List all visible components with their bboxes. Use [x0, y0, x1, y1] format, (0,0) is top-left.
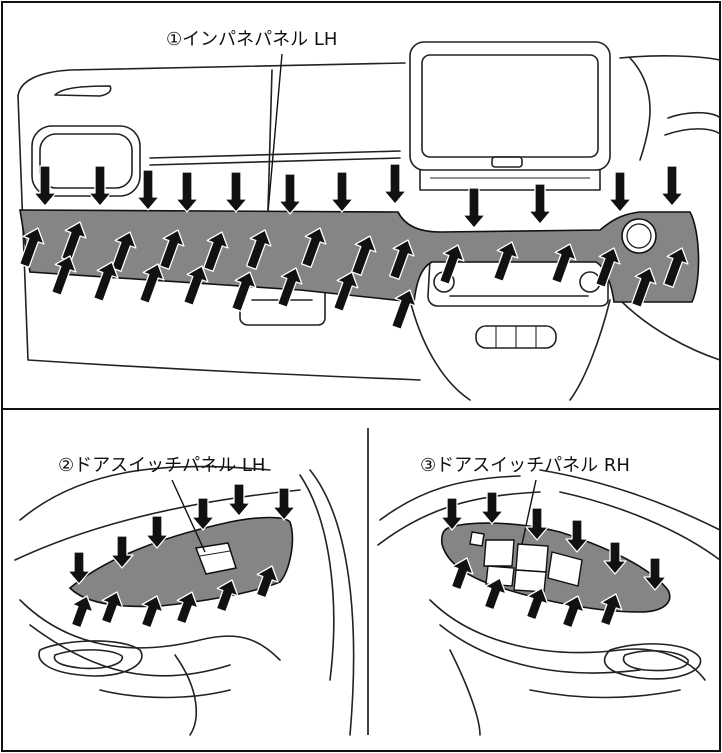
arrow-down-icon — [660, 165, 684, 207]
arrow-up-icon — [276, 267, 303, 308]
arrow-up-icon — [255, 565, 279, 599]
arrow-down-icon — [440, 497, 464, 531]
arrow-up-icon — [18, 227, 45, 268]
arrow-up-icon — [483, 577, 507, 611]
arrow-down-icon — [528, 183, 552, 225]
arrow-up-icon — [138, 263, 165, 304]
arrow-up-icon — [140, 595, 164, 629]
arrow-down-icon — [383, 163, 407, 205]
arrow-up-icon — [550, 243, 577, 284]
arrow-down-icon — [603, 541, 627, 575]
arrow-down-icon — [88, 165, 112, 207]
arrow-up-icon — [60, 221, 87, 262]
arrow-down-icon — [136, 169, 160, 211]
arrow-up-icon — [110, 231, 137, 272]
arrow-up-icon — [594, 247, 621, 288]
arrow-up-icon — [662, 247, 689, 288]
arrow-up-icon — [492, 241, 519, 282]
arrow-up-icon — [599, 593, 623, 627]
arrow-up-icon — [182, 265, 209, 306]
door-switch-panel-rh-leader — [521, 479, 537, 545]
door-lh-illustration — [14, 465, 355, 736]
arrow-down-icon — [278, 173, 302, 215]
arrow-up-icon — [388, 239, 415, 280]
arrow-up-icon — [245, 229, 272, 270]
arrow-up-icon — [350, 235, 377, 276]
arrow-up-icon — [230, 271, 257, 312]
arrow-down-icon — [227, 483, 251, 517]
door-switch-panel-lh-leader — [171, 479, 206, 553]
arrow-up-icon — [332, 271, 359, 312]
door-switch-panel-rh-label: ③ドアスイッチパネル RH — [420, 455, 630, 476]
arrow-up-icon — [450, 557, 474, 591]
arrow-up-icon — [175, 591, 199, 625]
arrow-down-icon — [462, 187, 486, 229]
arrow-up-icon — [50, 255, 77, 296]
instrument-panel-arrows — [18, 163, 689, 330]
arrow-down-icon — [608, 171, 632, 213]
arrow-up-icon — [92, 261, 119, 302]
arrow-down-icon — [565, 519, 589, 553]
door-lh-arrows — [67, 483, 296, 629]
instrument-panel-lh-label: ①インパネパネル LH — [166, 29, 337, 50]
arrow-up-icon — [202, 231, 229, 272]
arrow-up-icon — [70, 595, 94, 629]
arrow-up-icon — [300, 227, 327, 268]
arrow-up-icon — [561, 595, 585, 629]
instrument-panel-lh-leader — [267, 53, 283, 213]
arrow-down-icon — [145, 515, 169, 549]
arrow-up-icon — [100, 591, 124, 625]
arrow-up-icon — [390, 289, 417, 330]
arrow-up-icon — [215, 579, 239, 613]
arrow-down-icon — [480, 491, 504, 525]
arrow-down-icon — [175, 171, 199, 213]
instrument-panel-illustration — [17, 41, 721, 401]
arrow-down-icon — [272, 487, 296, 521]
arrow-down-icon — [525, 507, 549, 541]
arrow-down-icon — [224, 171, 248, 213]
arrow-up-icon — [438, 244, 465, 285]
arrow-down-icon — [330, 171, 354, 213]
door-switch-panel-lh-label: ②ドアスイッチパネル LH — [58, 455, 265, 476]
arrow-down-icon — [33, 165, 57, 207]
arrow-up-icon — [158, 229, 185, 270]
arrow-down-icon — [110, 535, 134, 569]
door-rh-illustration — [377, 469, 721, 736]
arrow-down-icon — [643, 557, 667, 591]
arrow-down-icon — [191, 497, 215, 531]
door-rh-arrows — [440, 491, 667, 629]
arrow-up-icon — [630, 267, 657, 308]
arrow-up-icon — [525, 587, 549, 621]
arrow-down-icon — [67, 551, 91, 585]
